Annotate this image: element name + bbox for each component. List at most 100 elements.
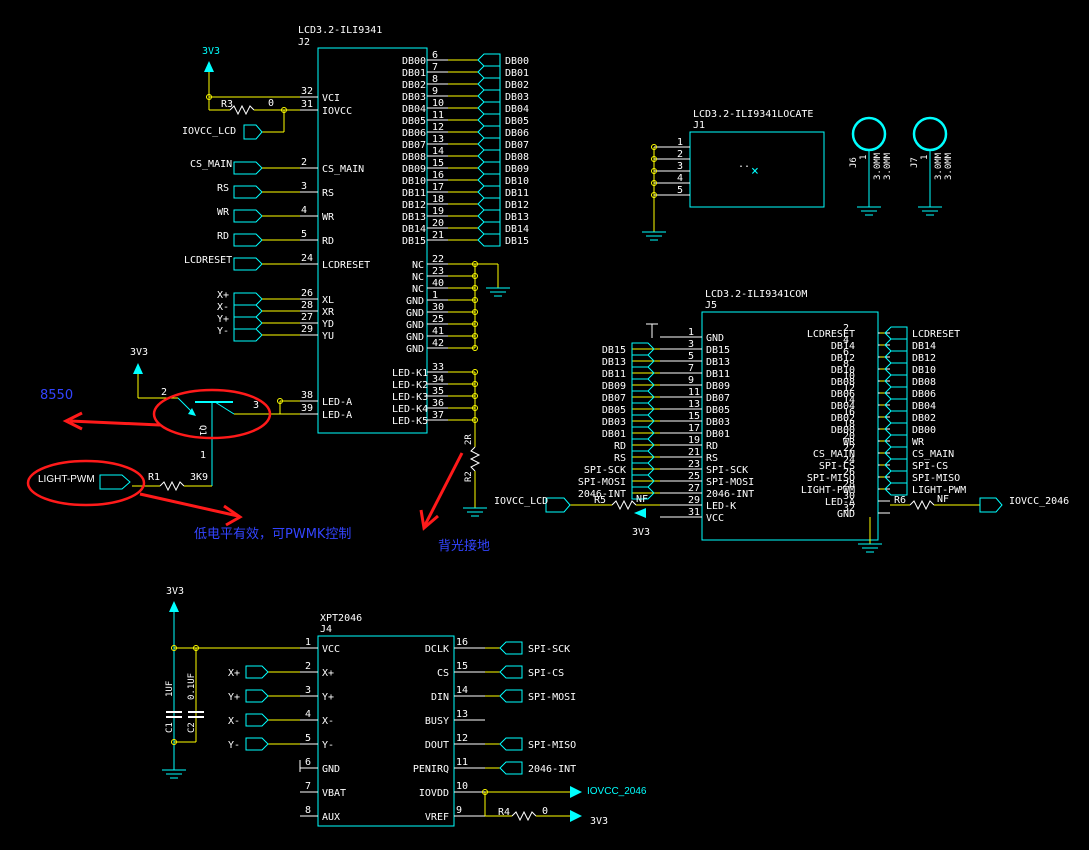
- j5-right-pin-name: DB06: [831, 389, 855, 400]
- j5-right-pin-num: 6: [843, 347, 849, 358]
- annotations: 8550 低电平有效，可PWMK控制 背光接地: [26, 388, 490, 554]
- j1-pin-num: 4: [677, 173, 683, 184]
- j4-right-pin-num: 13: [456, 709, 468, 720]
- j5-right-pin-name: DB00: [831, 425, 855, 436]
- net-port-icon: [477, 209, 501, 223]
- j2-pin-num: 27: [301, 312, 313, 323]
- j4-left-pin-name: VBAT: [322, 788, 346, 799]
- j4-left-pin-name: GND: [322, 764, 340, 775]
- j2-db-pin-name: DB00: [402, 56, 426, 67]
- j5-right-pin-name: GND: [837, 509, 855, 520]
- j1-pin-num: 1: [677, 137, 683, 148]
- q1-ref: Q1: [197, 425, 207, 436]
- j4-left-pin-name: X-: [322, 716, 334, 727]
- net-port-icon: [245, 737, 269, 751]
- net-port-icon: [631, 378, 655, 392]
- power-arrow-icon: [634, 508, 646, 518]
- j2-db-net-label: DB11: [505, 188, 529, 199]
- j2-db-pin-name: DB12: [402, 200, 426, 211]
- j2-pin-num: 38: [301, 390, 313, 401]
- j2-db-pin-num: 19: [432, 206, 444, 217]
- j4-right-pin-name: VREF: [425, 812, 449, 823]
- iovcc-2046-port-icon: [979, 497, 1003, 513]
- j2-pin-name: IOVCC: [322, 106, 352, 117]
- j5-right-pin-num: 8: [843, 359, 849, 370]
- j2-db-net-label: DB05: [505, 116, 529, 127]
- j2-db-net-label: DB04: [505, 104, 529, 115]
- j2-pin-num: 5: [301, 229, 307, 240]
- j2-pin-num: 3: [301, 181, 307, 192]
- j4-right-pin-name: DIN: [431, 692, 449, 703]
- j2-db-pin-name: DB07: [402, 140, 426, 151]
- j5-right-pin-name: DB08: [831, 377, 855, 388]
- j2-misc-pin-num: 40: [432, 278, 444, 289]
- j2-pin-name: XR: [322, 307, 335, 318]
- j5-left-pin-name: DB07: [706, 393, 730, 404]
- r4-value: 0: [542, 806, 548, 817]
- net-port-icon: [477, 185, 501, 199]
- c1-value: 1UF: [165, 681, 175, 697]
- j5-left-net-label: DB05: [602, 405, 626, 416]
- net-port-icon: [477, 113, 501, 127]
- j5-left-pin-num: 17: [688, 423, 700, 434]
- j5-left-pin-name: DB03: [706, 417, 730, 428]
- net-port-icon: [631, 402, 655, 416]
- j1-pin-num: 3: [677, 161, 683, 172]
- j2-pin-name: RD: [322, 236, 334, 247]
- j4-left-net-label: Y-: [228, 740, 240, 751]
- j5-left-net-label: RS: [614, 453, 626, 464]
- net-port-icon: [499, 689, 523, 703]
- j4-left-pin-num: 6: [305, 757, 311, 768]
- j2-db-pins: DB006DB00DB017DB01DB028DB02DB039DB03DB04…: [402, 50, 529, 247]
- j5-right-net-label: WR: [912, 437, 925, 448]
- j2-db-pin-num: 10: [432, 98, 444, 109]
- iovcc-lcd-label: IOVCC_LCD: [182, 126, 236, 137]
- net-port-icon: [477, 233, 501, 247]
- j2-db-net-label: DB01: [505, 68, 529, 79]
- j2-pin-name: VCI: [322, 93, 340, 104]
- j5-right-net-label: LCDRESET: [912, 329, 960, 340]
- j5-left-pin-name: SPI-SCK: [706, 465, 748, 476]
- j2-ledk-pin-name: LED-K3: [392, 392, 428, 403]
- pwm-note: 低电平有效，可PWMK控制: [194, 527, 351, 542]
- j4-3v3-vref-label: 3V3: [590, 816, 608, 827]
- net-port-icon: [631, 486, 655, 500]
- q1-pin3: 3: [253, 400, 259, 411]
- j2-db-net-label: DB15: [505, 236, 529, 247]
- j2-db-pin-num: 6: [432, 50, 438, 61]
- j5-right-net-label: DB10: [912, 365, 936, 376]
- j4-right-pin-num: 14: [456, 685, 468, 696]
- j2-db-pin-num: 20: [432, 218, 444, 229]
- j2-db-pin-name: DB06: [402, 128, 426, 139]
- j2-misc-pin-num: 22: [432, 254, 444, 265]
- net-port-icon: [631, 438, 655, 452]
- j5-right-pin-num: 22: [843, 443, 855, 454]
- j5-right-pin-num: 10: [843, 371, 855, 382]
- j2-db-pin-name: DB02: [402, 80, 426, 91]
- net-port-icon: [477, 137, 501, 151]
- j5-left-pin-num: 27: [688, 483, 700, 494]
- j5-right-pins: LCDRESET2LCDRESETDB144DB14DB126DB12DB108…: [801, 323, 966, 520]
- j4-right-pin-name: CS: [437, 668, 449, 679]
- j2-db-net-label: DB03: [505, 92, 529, 103]
- j4-left-pin-name: VCC: [322, 644, 340, 655]
- q1-3v3-label: 3V3: [130, 347, 148, 358]
- j5-right-pin-num: 14: [843, 395, 855, 406]
- j2-misc-pin-name: NC: [412, 284, 424, 295]
- r6-ref: R6: [894, 495, 906, 506]
- j5-left-pin-num: 23: [688, 459, 700, 470]
- j2-ledk-pin-num: 35: [432, 386, 444, 397]
- j2-pin-num: 31: [301, 99, 313, 110]
- j5-left-pin-name: LED-K: [706, 501, 736, 512]
- r6-net: IOVCC_2046: [1009, 496, 1069, 507]
- j1-pin-num: 5: [677, 185, 683, 196]
- j5-right-net-label: DB12: [912, 353, 936, 364]
- j5-left-pin-name: DB09: [706, 381, 730, 392]
- j4-left-pin-num: 8: [305, 805, 311, 816]
- j7-size-a: 3.0MM: [934, 152, 944, 180]
- j2-db-net-label: DB02: [505, 80, 529, 91]
- net-port-icon: [884, 338, 908, 352]
- net-port-icon: [477, 197, 501, 211]
- j5-right-pin-num: 12: [843, 383, 855, 394]
